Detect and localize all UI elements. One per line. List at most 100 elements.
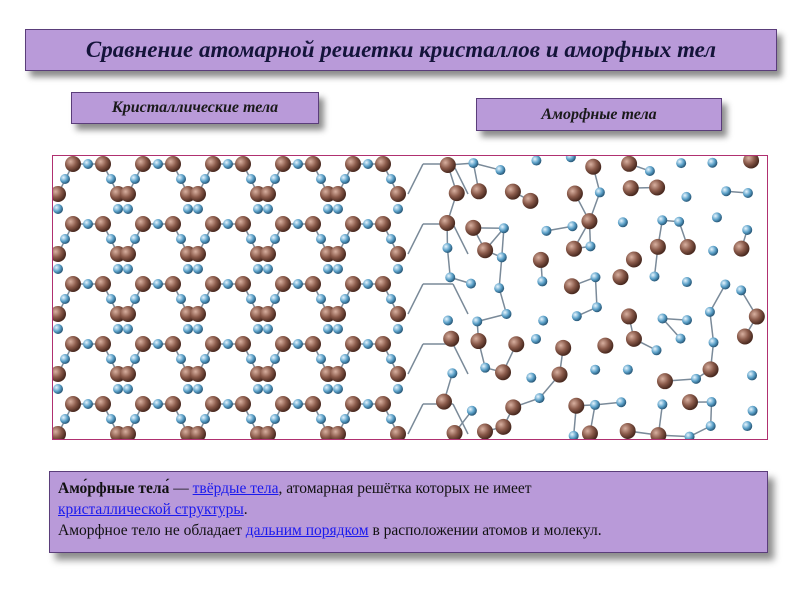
small-atom [657, 399, 668, 410]
small-atom [676, 158, 687, 169]
large-atom [95, 336, 111, 352]
large-atom [625, 330, 642, 347]
definition-line-3: Аморфное тело не обладает дальним порядк… [58, 520, 759, 541]
small-atom [123, 384, 133, 394]
large-atom [275, 156, 291, 172]
small-atom [293, 219, 303, 229]
small-atom [537, 276, 548, 287]
large-atom [477, 242, 494, 259]
small-atom [246, 234, 256, 244]
small-atom [684, 431, 695, 439]
small-atom [113, 264, 123, 274]
small-atom [340, 174, 350, 184]
small-atom [223, 339, 233, 349]
link-solid-bodies[interactable]: твёрдые тела [192, 480, 279, 497]
large-atom [495, 364, 512, 381]
small-atom [494, 283, 505, 294]
definition-box: Амо́рфные тела́ — твёрдые тела, атомарна… [49, 471, 768, 553]
large-atom [235, 276, 251, 292]
small-atom [246, 354, 256, 364]
small-atom [176, 354, 186, 364]
small-atom [675, 333, 686, 344]
large-atom [205, 216, 221, 232]
small-atom [386, 414, 396, 424]
link-crystal-structure[interactable]: кристаллической структуры [58, 501, 244, 518]
small-atom [333, 324, 343, 334]
large-atom [736, 328, 753, 345]
small-atom [340, 414, 350, 424]
small-atom [742, 421, 753, 432]
small-atom [747, 370, 758, 381]
large-atom [165, 336, 181, 352]
large-atom [443, 330, 460, 347]
large-atom [205, 336, 221, 352]
definition-term: Амо́рфные тела́ [58, 480, 170, 497]
small-atom [393, 204, 403, 214]
large-atom [612, 269, 629, 286]
large-atom [621, 156, 638, 172]
small-atom [130, 354, 140, 364]
large-atom [53, 246, 66, 262]
small-atom [465, 278, 476, 289]
large-atom [95, 276, 111, 292]
slide-title: Сравнение атомарной решетки кристаллов и… [25, 29, 777, 71]
small-atom [393, 264, 403, 274]
large-atom [585, 158, 602, 175]
small-atom [616, 397, 627, 408]
large-atom [205, 156, 221, 172]
small-atom [106, 354, 116, 364]
small-atom [568, 430, 579, 439]
small-atom [386, 354, 396, 364]
small-atom [468, 158, 479, 169]
small-atom [333, 264, 343, 274]
small-atom [720, 279, 731, 290]
small-atom [333, 384, 343, 394]
small-atom [340, 354, 350, 364]
definition-line-2: кристаллической структуры. [58, 499, 759, 520]
large-atom [656, 373, 673, 390]
small-atom [447, 368, 458, 379]
small-atom [60, 294, 70, 304]
small-atom [496, 252, 507, 263]
small-atom [130, 234, 140, 244]
large-atom [330, 426, 346, 439]
large-atom [260, 186, 276, 202]
link-long-range-order[interactable]: дальним порядком [245, 522, 369, 539]
small-atom [293, 159, 303, 169]
small-atom [176, 294, 186, 304]
large-atom [625, 251, 642, 268]
small-atom [200, 294, 210, 304]
large-atom [165, 276, 181, 292]
large-atom [135, 396, 151, 412]
large-atom [345, 156, 361, 172]
large-atom [165, 156, 181, 172]
small-atom [711, 212, 722, 223]
small-atom [622, 364, 633, 375]
large-atom [305, 396, 321, 412]
small-atom [531, 333, 542, 344]
large-atom [375, 336, 391, 352]
small-atom [253, 324, 263, 334]
small-atom [83, 219, 93, 229]
amorphous-label: Аморфные тела [476, 98, 722, 131]
large-atom [65, 276, 81, 292]
large-atom [345, 276, 361, 292]
large-atom [120, 426, 136, 439]
small-atom [333, 204, 343, 214]
definition-text-2: . [243, 501, 248, 518]
large-atom [563, 278, 580, 295]
small-atom [386, 174, 396, 184]
large-atom [681, 394, 698, 411]
small-atom [193, 324, 203, 334]
large-atom [305, 216, 321, 232]
large-atom [375, 276, 391, 292]
small-atom [445, 272, 456, 283]
small-atom [323, 204, 333, 214]
large-atom [275, 336, 291, 352]
small-atom [106, 414, 116, 424]
small-atom [590, 364, 601, 375]
small-atom [707, 157, 718, 168]
large-atom [205, 276, 221, 292]
large-atom [345, 216, 361, 232]
small-atom [113, 384, 123, 394]
